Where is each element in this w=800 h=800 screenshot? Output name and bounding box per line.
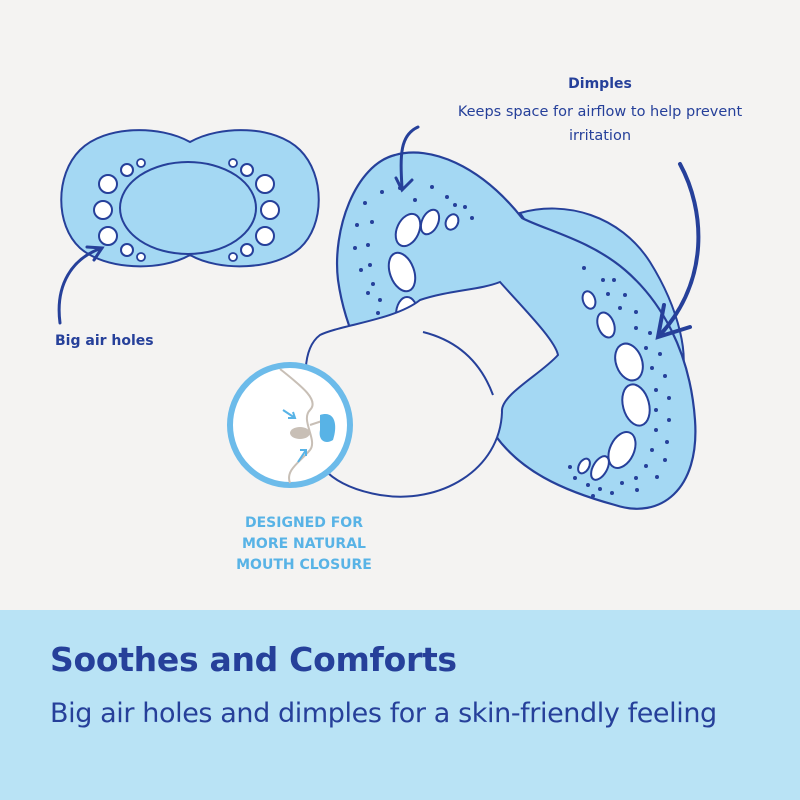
dimples-description: Keeps space for airflow to help prevent … (457, 104, 743, 144)
dimples-label: Dimples (568, 76, 632, 92)
pacifier-front-view (60, 129, 320, 268)
mouth-closure-line: MOUTH CLOSURE (236, 557, 372, 573)
pacifier-illustration (57, 125, 701, 510)
air-holes-arrow-icon (57, 245, 105, 325)
footer-title: Soothes and Comforts (50, 640, 457, 679)
dimples-arrow-icon (394, 125, 420, 193)
mouth-closure-line: MORE NATURAL (242, 536, 366, 552)
footer-description: Big air holes and dimples for a skin-fri… (50, 698, 717, 729)
mouth-closure-label: DESIGNED FOR MORE NATURAL MOUTH CLOSURE (218, 513, 390, 576)
footer-band: Soothes and Comforts Big air holes and d… (0, 610, 800, 800)
air-holes-label: Big air holes (55, 333, 154, 349)
mouth-closure-line: DESIGNED FOR (245, 515, 363, 531)
mouth-closure-inset (227, 362, 353, 488)
dimples-arrow-right-icon (655, 162, 701, 340)
pacifier-side-view (304, 151, 697, 510)
